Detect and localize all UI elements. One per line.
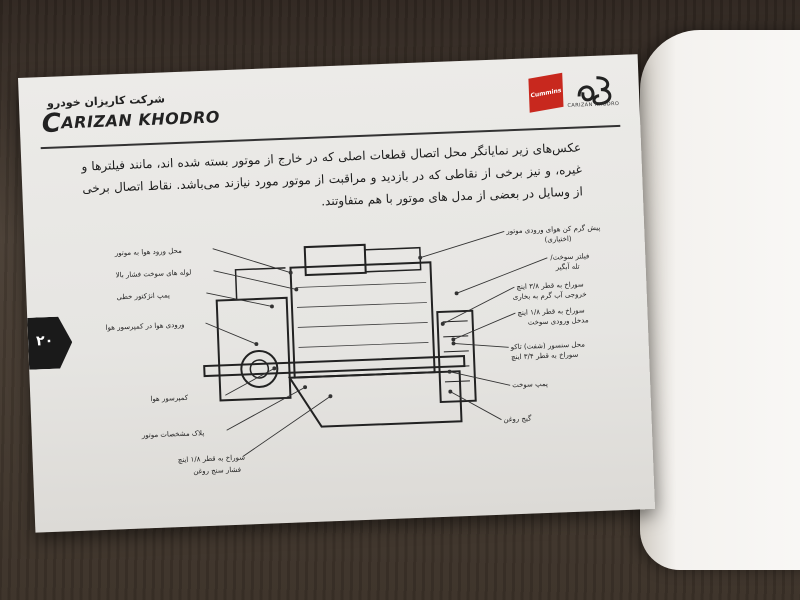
label-water-separator: تله آبگیر xyxy=(555,262,580,272)
company-name-initial: C xyxy=(41,108,62,140)
label-intake-preheater: پیش گرم کن هوای ورودی موتور xyxy=(506,223,601,236)
label-fuel-inlet: مدخل ورودی سوخت xyxy=(527,316,589,327)
label-oil-pressure-gauge: فشار سنج روغن xyxy=(193,465,242,476)
company-name-en: CARIZAN KHODRO xyxy=(41,102,220,139)
cummins-logo-label: Cummins xyxy=(530,86,562,100)
label-hole-1-8-right: سوراخ به قطر ۱/۸ اینچ xyxy=(517,306,585,317)
label-hole-1-8-left: سوراخ به قطر ۱/۸ اینچ xyxy=(177,453,246,465)
label-oil-dipstick: گیج روغن xyxy=(503,414,532,424)
label-air-compressor-intake: ورودی هوا در کمپرسور هوا xyxy=(105,320,185,332)
facing-page xyxy=(640,30,800,570)
page-number: ۲۰ xyxy=(35,332,54,350)
label-hole-3-8: سوراخ به قطر ۳/۸ اینچ xyxy=(516,280,584,292)
company-name-rest: ARIZAN KHODRO xyxy=(60,107,221,133)
engine-diagram xyxy=(203,243,477,428)
label-air-compressor: کمپرسور هوا xyxy=(150,393,189,404)
label-fuel-filter: فیلتر سوخت/ xyxy=(550,252,590,262)
label-inline-injector-pump: پمپ انژکتور خطی xyxy=(116,291,171,302)
page-header: شرکت کاریزان خودرو CARIZAN KHODRO Cummin… xyxy=(18,54,640,139)
intro-paragraph: عکس‌های زیر نمایانگر محل اتصال قطعات اصل… xyxy=(81,140,584,209)
label-engine-nameplate: پلاک مشخصات موتور xyxy=(141,429,205,440)
cummins-logo: Cummins xyxy=(528,72,564,113)
label-optional: (اختیاری) xyxy=(544,234,572,244)
manual-page: شرکت کاریزان خودرو CARIZAN KHODRO Cummin… xyxy=(18,54,656,533)
label-tach-sensor: محل سنسور (شفت) تاکو xyxy=(510,340,586,352)
label-fuel-pump: پمپ سوخت xyxy=(512,379,549,390)
carizan-logo-icon xyxy=(577,76,612,106)
label-air-intake: محل ورود هوا به موتور xyxy=(114,246,182,258)
label-hole-3-4: سوراخ به قطر ۳/۴ اینچ xyxy=(510,350,579,362)
label-heater-outlet: خروجی آب گرم به بخاری xyxy=(512,290,587,302)
label-hp-fuel-lines: لوله های سوخت فشار بالا xyxy=(115,268,192,280)
